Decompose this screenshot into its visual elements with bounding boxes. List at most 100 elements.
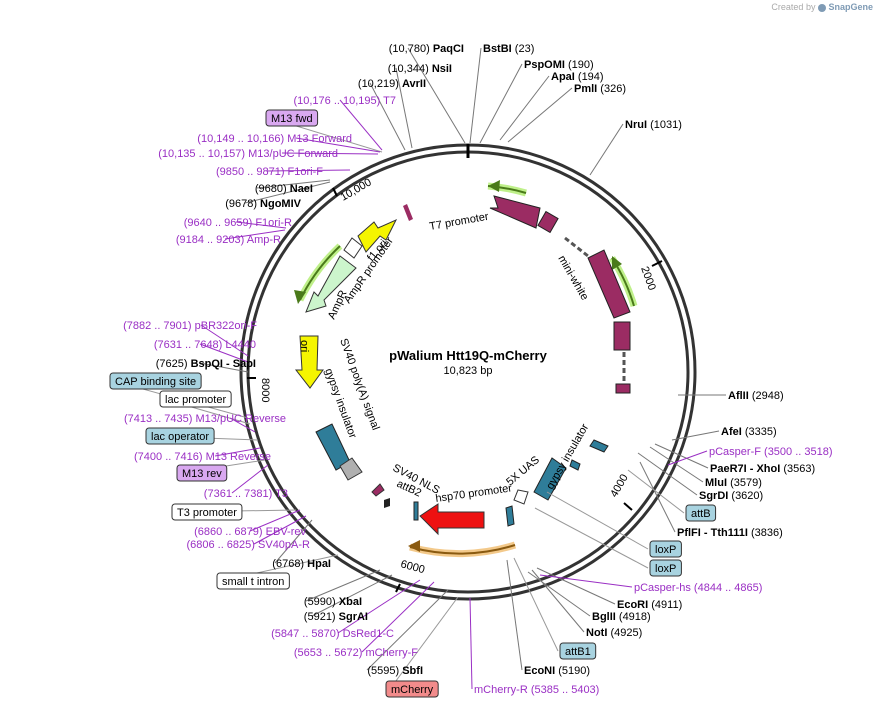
feature-box-text: T3 promoter bbox=[177, 507, 237, 519]
primer-label: (5653 .. 5672) mCherry-F bbox=[294, 647, 418, 659]
site-label: ApaI (194) bbox=[551, 71, 604, 83]
feature-box-text: CAP binding site bbox=[115, 376, 196, 388]
site-label: (9678) NgoMIV bbox=[225, 198, 301, 210]
site-label: AfeI (3335) bbox=[721, 426, 777, 438]
feature-mcherry bbox=[419, 503, 485, 536]
credit-brand: SnapGene bbox=[828, 2, 873, 12]
feature-box bbox=[559, 642, 597, 660]
label-sgrdi: SgrDI (3620) bbox=[699, 490, 763, 502]
site-label: NruI (1031) bbox=[625, 119, 682, 131]
site-label: NotI (4925) bbox=[586, 627, 642, 639]
leader-line bbox=[654, 443, 709, 469]
site-label: AflII (2948) bbox=[728, 390, 784, 402]
label-nsii: (10,344) NsiI bbox=[388, 63, 452, 75]
feature-label-mini-white: mini-white bbox=[555, 254, 590, 303]
feature-f1-ori bbox=[357, 218, 398, 253]
feature-box-text: attB1 bbox=[565, 646, 591, 658]
leader-line bbox=[667, 450, 708, 466]
primer-label: (10,135 .. 10,157) M13/pUC Forward bbox=[158, 148, 338, 160]
site-label: MluI (3579) bbox=[705, 477, 762, 489]
site-label: PspOMI (190) bbox=[524, 59, 594, 71]
orf-arrowhead bbox=[294, 290, 306, 304]
feature-box-text: M13 fwd bbox=[271, 113, 313, 125]
site-label: PflFI - Tth111I (3836) bbox=[677, 527, 783, 539]
label-l4440: (7631 .. 7648) L4440 bbox=[154, 339, 256, 351]
leader-line bbox=[235, 221, 287, 229]
feature-mini-white-exon-2 bbox=[587, 249, 631, 319]
label-paer7i-xhoi: PaeR7I - XhoI (3563) bbox=[710, 463, 815, 475]
plasmid-name: pWalium Htt19Q-mCherry bbox=[389, 348, 547, 363]
label-mcherry-r: mCherry-R (5385 .. 5403) bbox=[474, 684, 599, 696]
leader-line bbox=[639, 461, 676, 533]
feature-box bbox=[649, 559, 682, 577]
label-sgrai: (5921) SgrAI bbox=[304, 611, 368, 623]
label-cap-binding-site: CAP binding site bbox=[109, 372, 202, 390]
site-label: BstBI (23) bbox=[483, 43, 534, 55]
feature-sv40-nls bbox=[371, 483, 385, 497]
feature-mini-white-exon-4 bbox=[615, 383, 631, 394]
label-loxp: loxP bbox=[649, 540, 682, 558]
tick-4000: 4000 bbox=[608, 472, 633, 511]
leader-line bbox=[253, 515, 307, 545]
leader-line bbox=[513, 557, 559, 652]
label-small-t-intron: small t intron bbox=[216, 572, 290, 590]
label-m13-rev: M13 rev bbox=[176, 464, 228, 482]
feature-box-text: small t intron bbox=[222, 576, 284, 588]
leader-line bbox=[507, 87, 573, 143]
site-label: PaeR7I - XhoI (3563) bbox=[710, 463, 815, 475]
label-sv40pa-r: (6806 .. 6825) SV40pA-R bbox=[186, 539, 310, 551]
primer-label: (10,149 .. 10,166) M13 Forward bbox=[197, 133, 352, 145]
leader-line bbox=[266, 169, 351, 172]
feature-label-gypsy-insulator-right: gypsy insulator bbox=[544, 422, 591, 492]
leader-line bbox=[214, 447, 261, 457]
feature-mini-white-exon bbox=[537, 210, 559, 234]
credit-prefix: Created by bbox=[771, 2, 816, 12]
primer-label: (6806 .. 6825) SV40pA-R bbox=[186, 539, 310, 551]
primer-label: (9184 .. 9203) Amp-R bbox=[176, 234, 281, 246]
leader-line bbox=[589, 123, 624, 176]
label-apai: ApaI (194) bbox=[551, 71, 604, 83]
feature-box bbox=[649, 540, 682, 558]
leader-line bbox=[295, 137, 381, 153]
label-mlui: MluI (3579) bbox=[705, 477, 762, 489]
leader-line bbox=[531, 569, 585, 633]
feature-box bbox=[385, 680, 439, 698]
primer-label: pCasper-hs (4844 .. 4865) bbox=[634, 582, 762, 594]
primer-label: pCasper-F (3500 .. 3518) bbox=[709, 446, 833, 458]
leader-line bbox=[249, 509, 301, 532]
feature-loxp-mark bbox=[589, 439, 609, 453]
label-hpai: (6768) HpaI bbox=[272, 558, 331, 570]
primer-label: (9850 .. 9871) F1ori-F bbox=[216, 166, 323, 178]
label-pcasper-f: pCasper-F (3500 .. 3518) bbox=[709, 446, 833, 458]
label-bglii: BglII (4918) bbox=[592, 611, 651, 623]
feature-label-hsp70-promoter: hsp70 promoter bbox=[435, 482, 513, 505]
leader-line bbox=[231, 464, 269, 494]
label-mcherry: mCherry bbox=[385, 680, 439, 698]
feature-box bbox=[109, 372, 202, 390]
site-label: BglII (4918) bbox=[592, 611, 651, 623]
label-f1ori-r: (9640 .. 9659) F1ori-R bbox=[184, 217, 292, 229]
feature-mini-white-exon-3 bbox=[613, 321, 631, 351]
plasmid-size: 10,823 bp bbox=[444, 365, 493, 377]
leader-line bbox=[506, 559, 523, 671]
label-lac-promoter: lac promoter bbox=[159, 390, 232, 408]
label-econi: EcoNI (5190) bbox=[524, 665, 590, 677]
label-m13-puc-reverse: (7413 .. 7435) M13/pUC Reverse bbox=[124, 413, 286, 425]
orf-arrowhead bbox=[408, 540, 420, 552]
label-f1ori-f: (9850 .. 9871) F1ori-F bbox=[216, 166, 323, 178]
feature-label-t7-promoter: T7 promoter bbox=[428, 211, 489, 233]
label-xbai: (5990) XbaI bbox=[304, 596, 362, 608]
feature-mini-white-intron bbox=[564, 236, 589, 258]
label-noti: NotI (4925) bbox=[586, 627, 642, 639]
primer-label: (7400 .. 7416) M13 Reverse bbox=[134, 451, 271, 463]
site-label: SgrDI (3620) bbox=[699, 490, 763, 502]
snapgene-credit: Created by SnapGene bbox=[771, 2, 873, 12]
leader-line bbox=[339, 99, 383, 151]
leader-line bbox=[469, 47, 482, 144]
leader-line bbox=[274, 519, 313, 564]
feature-box bbox=[171, 503, 243, 521]
leader-line bbox=[649, 446, 704, 483]
label-t3: (7361 .. 7381) T3 bbox=[204, 488, 288, 500]
feature-box-text: attB bbox=[691, 508, 711, 520]
